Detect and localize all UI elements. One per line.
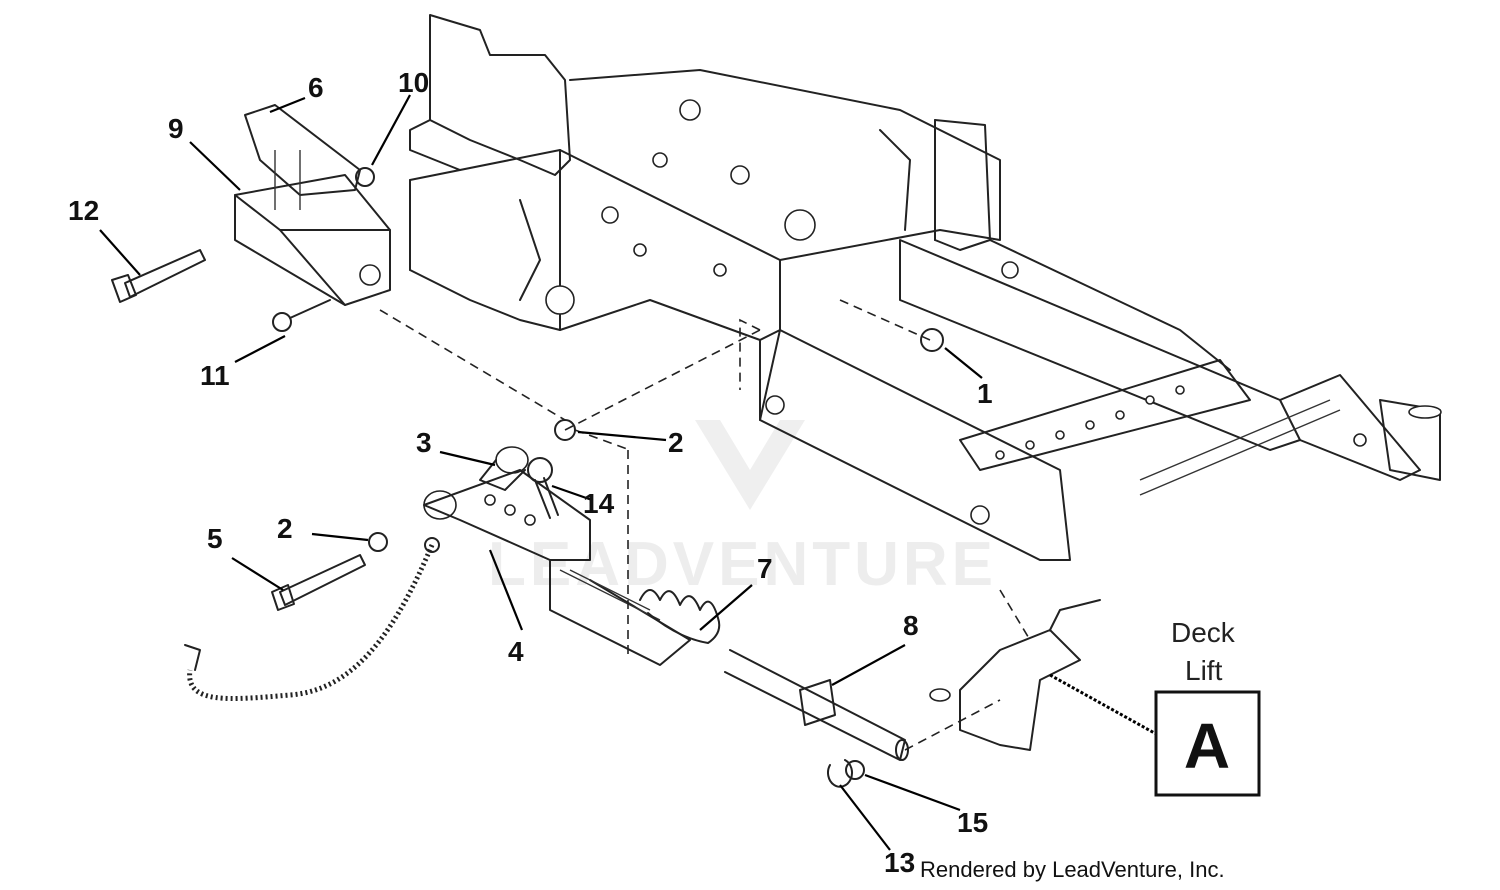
callout-6: 6 xyxy=(308,72,324,103)
part-13-clip xyxy=(827,759,853,788)
part-14-pin xyxy=(527,457,559,519)
part-5-bolt xyxy=(271,554,366,611)
callout-labels: 6 9 10 12 11 1 2 3 14 2 5 4 7 8 15 13 xyxy=(68,67,993,878)
main-frame xyxy=(409,14,1442,751)
part-4-lever-arm xyxy=(423,450,691,666)
deck-lift-label-line2: Lift xyxy=(1185,655,1223,686)
leader-lines xyxy=(99,94,1159,851)
callout-15: 15 xyxy=(957,807,988,838)
callout-2-upper: 2 xyxy=(668,427,684,458)
callout-1: 1 xyxy=(977,378,993,409)
perforations xyxy=(995,385,1185,460)
callout-8: 8 xyxy=(903,610,919,641)
deck-lift-label-line1: Deck xyxy=(1171,617,1236,648)
part-9-housing xyxy=(234,174,391,306)
watermark-text: LEADVENTURE xyxy=(488,530,997,599)
cable-end-icon xyxy=(424,537,440,553)
render-credit: Rendered by LeadVenture, Inc. xyxy=(920,857,1225,882)
cable xyxy=(187,544,435,702)
callout-2-lower: 2 xyxy=(277,513,293,544)
part-3-bushing xyxy=(479,446,529,491)
reference-letter: A xyxy=(1184,710,1230,782)
callout-13: 13 xyxy=(884,847,915,878)
part-10-nut xyxy=(355,167,375,187)
part-6-clip xyxy=(244,104,361,210)
reference-box xyxy=(1154,690,1261,797)
callout-10: 10 xyxy=(398,67,429,98)
part-11-screw xyxy=(272,299,331,332)
callout-7: 7 xyxy=(757,553,773,584)
callout-4: 4 xyxy=(508,636,524,667)
part-2-washer-lower xyxy=(368,532,388,552)
callout-11: 11 xyxy=(200,360,230,391)
cable-terminal-icon xyxy=(184,644,201,671)
deck-lift-reference: Deck Lift A xyxy=(1154,617,1261,797)
part-8-rod xyxy=(724,649,909,761)
part-1-washer xyxy=(920,328,944,352)
callout-9: 9 xyxy=(168,113,184,144)
alignment-lines xyxy=(379,299,1031,751)
callout-3: 3 xyxy=(416,427,432,458)
watermark: LEADVENTURE xyxy=(488,420,997,599)
callout-14: 14 xyxy=(583,488,615,519)
part-12-bolt xyxy=(111,249,206,303)
part-7-spring xyxy=(569,569,721,644)
callout-12: 12 xyxy=(68,195,99,226)
part-15-washer xyxy=(845,760,865,780)
callout-5: 5 xyxy=(207,523,223,554)
